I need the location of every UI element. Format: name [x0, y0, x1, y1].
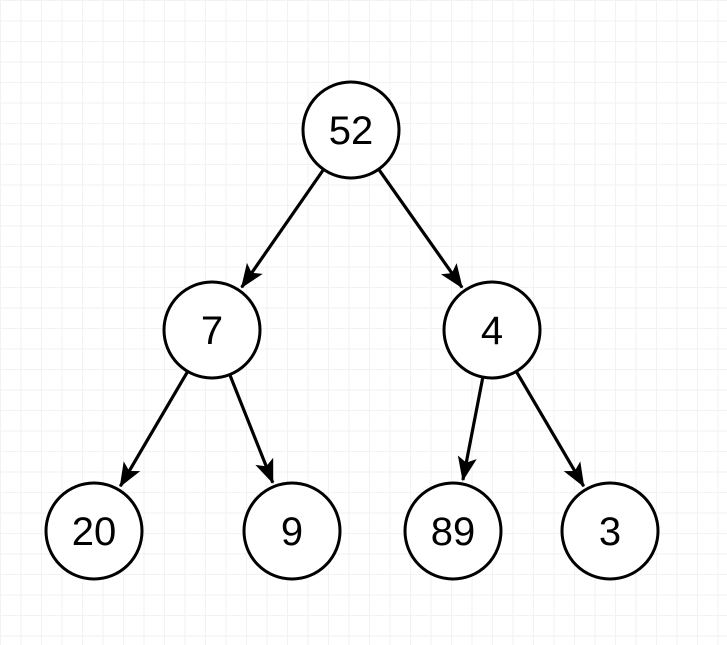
tree-edge — [377, 169, 464, 289]
node-circle[interactable] — [403, 481, 503, 581]
node-label: 4 — [481, 309, 503, 353]
tree-node[interactable]: 52 — [301, 80, 401, 180]
node-label: 52 — [329, 109, 374, 153]
edges-layer — [118, 169, 586, 488]
tree-node[interactable]: 9 — [242, 481, 342, 581]
node-circle[interactable] — [560, 481, 660, 581]
tree-edge — [118, 371, 189, 488]
tree-edge — [515, 371, 586, 488]
node-label: 20 — [72, 510, 117, 554]
node-label: 9 — [281, 510, 303, 554]
node-circle[interactable] — [44, 481, 144, 581]
tree-node[interactable]: 89 — [403, 481, 503, 581]
tree-edge — [240, 169, 325, 289]
node-circle[interactable] — [442, 280, 542, 380]
node-circle[interactable] — [242, 481, 342, 581]
tree-node[interactable]: 4 — [442, 280, 542, 380]
node-label: 89 — [431, 510, 476, 554]
tree-edge — [228, 374, 275, 484]
nodes-layer: 52 7 4 20 9 89 3 — [44, 80, 660, 581]
node-circle[interactable] — [162, 280, 262, 380]
node-label: 7 — [201, 309, 223, 353]
node-circle[interactable] — [301, 80, 401, 180]
tree-node[interactable]: 3 — [560, 481, 660, 581]
tree-node[interactable]: 20 — [44, 481, 144, 581]
tree-node[interactable]: 7 — [162, 280, 262, 380]
node-label: 3 — [599, 510, 621, 554]
tree-edge — [457, 377, 485, 482]
